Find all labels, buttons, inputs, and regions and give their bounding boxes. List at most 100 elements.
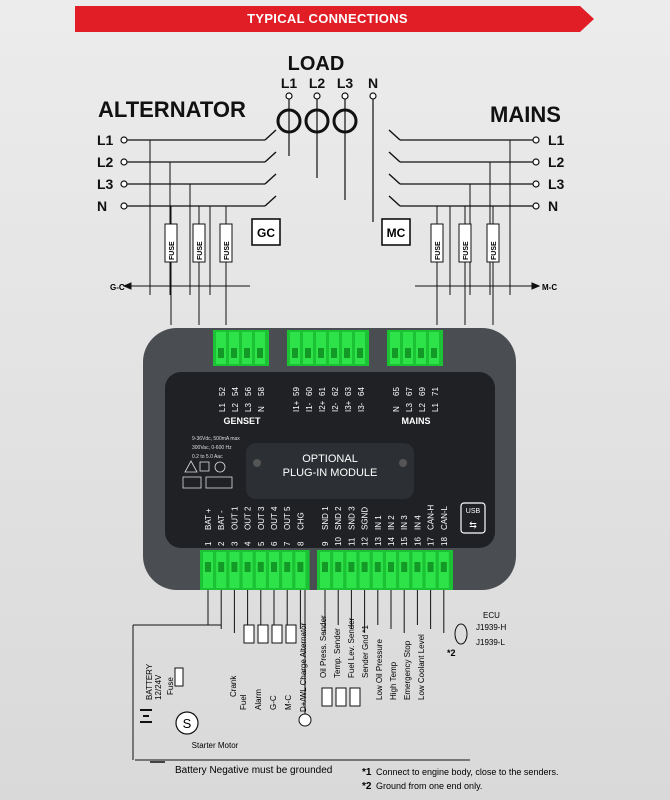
bottom-term-label-8: SND 1 <box>321 506 330 530</box>
input-label-3: Low Coolant Level <box>417 634 426 700</box>
bottom-screw-4 <box>257 562 264 572</box>
bottom-term-num-10: 11 <box>347 537 356 546</box>
mains-title: MAINS <box>490 102 561 127</box>
relay-1 <box>257 624 269 644</box>
relay-0 <box>243 624 255 644</box>
load-title: LOAD <box>288 53 345 75</box>
starter-symbol: S <box>183 716 192 731</box>
ct-label-3: I2- <box>331 402 340 412</box>
ct-label-2: I2+ <box>318 400 327 412</box>
bottom-term-num-1: 2 <box>217 541 226 546</box>
bottom-term-num-7: 8 <box>296 541 305 546</box>
ct-label-1: I1- <box>305 402 314 412</box>
fuse-label-4: FUSE <box>463 241 470 260</box>
alt-line-label-2: L3 <box>97 176 114 192</box>
ground-note: Battery Negative must be grounded <box>175 765 332 776</box>
rating-ac: 300Vac, 0-600 Hz <box>192 445 232 451</box>
bottom-term-label-14: IN 3 <box>400 515 409 530</box>
module-line-1: OPTIONAL <box>302 453 358 465</box>
bottom-term-label-16: CAN-H <box>427 504 436 530</box>
genset-screw-0 <box>218 348 224 358</box>
eac-mark-icon <box>205 476 233 489</box>
bottom-screw-1 <box>218 562 225 572</box>
ct-screw-1 <box>305 348 311 358</box>
gc-label: GC <box>257 226 275 240</box>
banner-arrow <box>580 6 594 32</box>
mains-num-2: 69 <box>418 387 427 396</box>
ct-label-4: I3+ <box>344 400 353 412</box>
ecu-can-l: J1939-L <box>476 638 505 647</box>
relay-3 <box>285 624 297 644</box>
bottom-term-num-6: 7 <box>283 541 292 546</box>
mc-bus-arrow <box>415 282 541 290</box>
sender-label-2: Fuel Lev. Sender <box>347 617 356 678</box>
bottom-screw-15 <box>414 562 421 572</box>
bottom-term-num-17: 18 <box>440 537 449 546</box>
mains-num-3: 71 <box>431 387 440 396</box>
ecu-title: ECU <box>483 611 500 620</box>
ct-screw-2 <box>318 348 324 358</box>
bottom-screw-10 <box>348 562 355 572</box>
fuse-label-5: FUSE <box>491 241 498 260</box>
mc-label: MC <box>387 226 406 240</box>
bottom-term-label-11: SGND <box>361 507 370 530</box>
battery-fuse: Fuse <box>166 677 175 695</box>
ct-screw-0 <box>292 348 298 358</box>
genset-num-3: 58 <box>257 387 266 396</box>
genset-label-1: L2 <box>231 403 240 412</box>
sender-label-0: Oil Press. Sender <box>319 615 328 678</box>
ct-1 <box>276 108 302 134</box>
module-line-2: PLUG-IN MODULE <box>283 467 378 479</box>
bottom-screw-6 <box>284 562 291 572</box>
crank-label: Crank <box>229 675 238 697</box>
bottom-term-label-2: OUT 1 <box>230 506 239 530</box>
mains-label-1: L3 <box>405 403 414 412</box>
mains-label-0: N <box>392 406 401 412</box>
mains-terminal-2 <box>532 180 540 188</box>
mains-screw-2 <box>418 348 424 358</box>
sender-box-0 <box>321 687 333 707</box>
bottom-term-label-15: IN 4 <box>413 515 422 530</box>
mains-label-2: L2 <box>418 403 427 412</box>
module-screw-right <box>399 459 407 467</box>
bottom-term-num-3: 4 <box>244 541 253 546</box>
bottom-screw-11 <box>361 562 368 572</box>
note2-mark: *2 <box>362 781 372 792</box>
gc-bus-arrow <box>122 282 250 290</box>
ct-screw-5 <box>357 348 363 358</box>
genset-label-0: L1 <box>218 403 227 412</box>
bottom-screw-0 <box>205 562 211 572</box>
bottom-term-num-15: 16 <box>413 537 422 546</box>
ct-num-3: 62 <box>331 387 340 396</box>
output-label-3: M-C <box>284 695 293 710</box>
bottom-term-label-6: OUT 5 <box>283 506 292 530</box>
bottom-term-num-14: 15 <box>400 537 409 546</box>
warning-icon <box>184 460 198 473</box>
mains-line-label-3: N <box>548 198 558 214</box>
bottom-term-num-12: 13 <box>374 537 383 546</box>
note2-text: Ground from one end only. <box>376 781 482 791</box>
gc-contactor <box>251 218 281 246</box>
mc-bus-label: M-C <box>542 283 557 292</box>
genset-num-0: 52 <box>218 387 227 396</box>
charge-label: D+/WL Charge Alternator <box>299 622 308 712</box>
mains-screw-3 <box>431 348 437 358</box>
bottom-term-label-0: BAT + <box>204 508 213 530</box>
mains-line-label-0: L1 <box>548 132 565 148</box>
output-label-2: G-C <box>269 695 278 710</box>
bottom-term-label-13: IN 2 <box>387 515 396 530</box>
alt-line-label-0: L1 <box>97 132 114 148</box>
gc-contact-3 <box>264 195 277 207</box>
ct-num-5: 64 <box>357 387 366 396</box>
mains-terminal-0 <box>532 136 540 144</box>
mains-num-1: 67 <box>405 387 414 396</box>
note1-mark: *1 <box>362 767 372 778</box>
mains-terminal-1 <box>532 158 540 166</box>
bottom-screw-9 <box>335 562 342 572</box>
ul-mark-icon <box>214 461 226 473</box>
bottom-term-label-17: CAN-L <box>440 505 449 530</box>
